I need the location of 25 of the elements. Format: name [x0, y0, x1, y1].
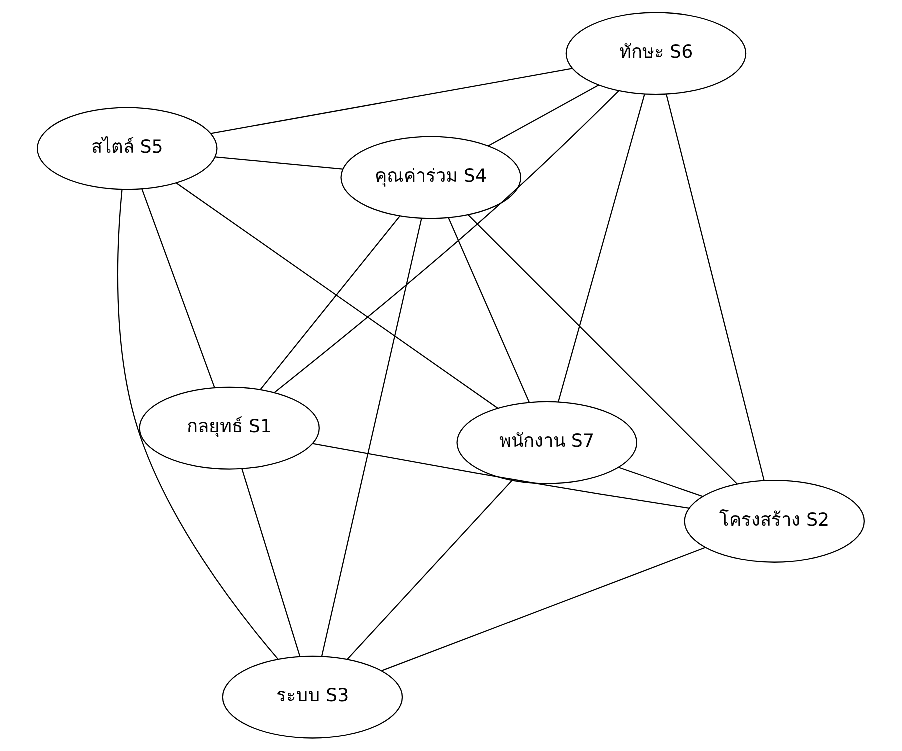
connector — [558, 94, 646, 402]
connector — [176, 182, 498, 409]
node-ellipse: ทักษะ S6 — [566, 12, 747, 96]
node-ellipse: คุณค่าร่วม S4 — [340, 136, 522, 220]
node-ellipse: กลยุทธ์ S1 — [139, 386, 320, 470]
connector — [448, 218, 530, 403]
connector — [117, 190, 279, 660]
connector — [488, 84, 600, 147]
connector — [242, 468, 301, 657]
connector — [347, 480, 513, 660]
connector — [211, 68, 573, 134]
node-ellipse: พนักงาน S7 — [456, 401, 638, 484]
node-ellipse: สไตล์ S5 — [36, 107, 218, 190]
connector — [274, 90, 620, 394]
connector — [321, 218, 422, 657]
node-ellipse: โครงสร้าง S2 — [684, 480, 866, 563]
connector — [382, 547, 706, 672]
connector — [142, 189, 216, 388]
connector — [312, 443, 690, 509]
connector — [618, 467, 704, 498]
node-ellipse: ระบบ S3 — [222, 656, 404, 739]
connector — [468, 214, 738, 484]
connector — [666, 94, 765, 481]
connector — [260, 216, 400, 390]
connector — [215, 156, 343, 170]
